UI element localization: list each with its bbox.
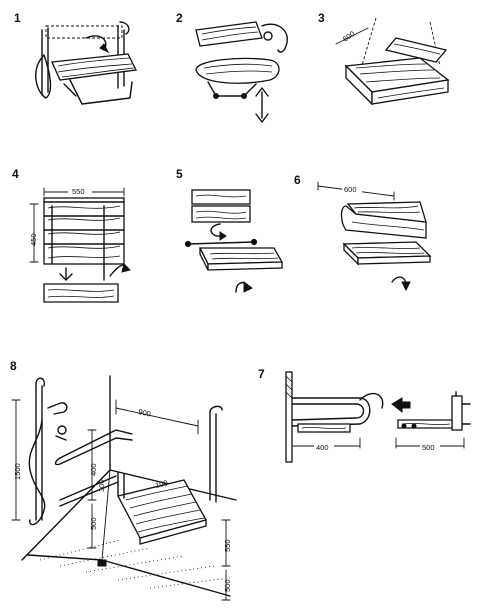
panel-8-dim-400: 400 (89, 463, 98, 476)
panel-7-number: 7 (258, 367, 265, 381)
panel-3-dim-600: 600 (341, 29, 356, 44)
panel-5: 5 (176, 167, 284, 293)
panel-8-dim-1500: 1500 (13, 463, 22, 480)
panel-4: 4 550 450 (12, 167, 131, 303)
panel-1: 1 (14, 11, 137, 105)
panel-3: 3 600 (318, 11, 450, 106)
panel-3-number: 3 (318, 11, 325, 25)
panel-8-number: 8 (10, 359, 17, 373)
panel-4-number: 4 (12, 167, 19, 181)
panel-7: 7 400 500 (258, 367, 471, 463)
panel-7-dim-500: 500 (422, 443, 435, 452)
panel-6-number: 6 (294, 173, 301, 187)
panel-8-dim-550: 550 (223, 539, 232, 552)
panel-5-number: 5 (176, 167, 183, 181)
panel-6: 6 600 (294, 173, 432, 292)
panel-4-dim-450: 450 (29, 233, 38, 246)
panel-1-number: 1 (14, 11, 21, 25)
panel-8-dim-100: 100 (154, 478, 168, 490)
panel-2: 2 (176, 11, 288, 123)
panel-8: 8 900 100 400 300 500 550 (10, 359, 237, 601)
panel-4-dim-550: 550 (72, 187, 85, 196)
panel-8-dim-900: 900 (138, 407, 152, 418)
panel-8-dim-500-left: 500 (89, 517, 98, 530)
panel-2-number: 2 (176, 11, 183, 25)
panel-8-dim-300: 300 (97, 479, 106, 492)
panel-8-dim-500-right: 500 (223, 579, 232, 592)
panel-7-dim-400: 400 (316, 443, 329, 452)
panel-6-dim-600: 600 (344, 185, 357, 194)
